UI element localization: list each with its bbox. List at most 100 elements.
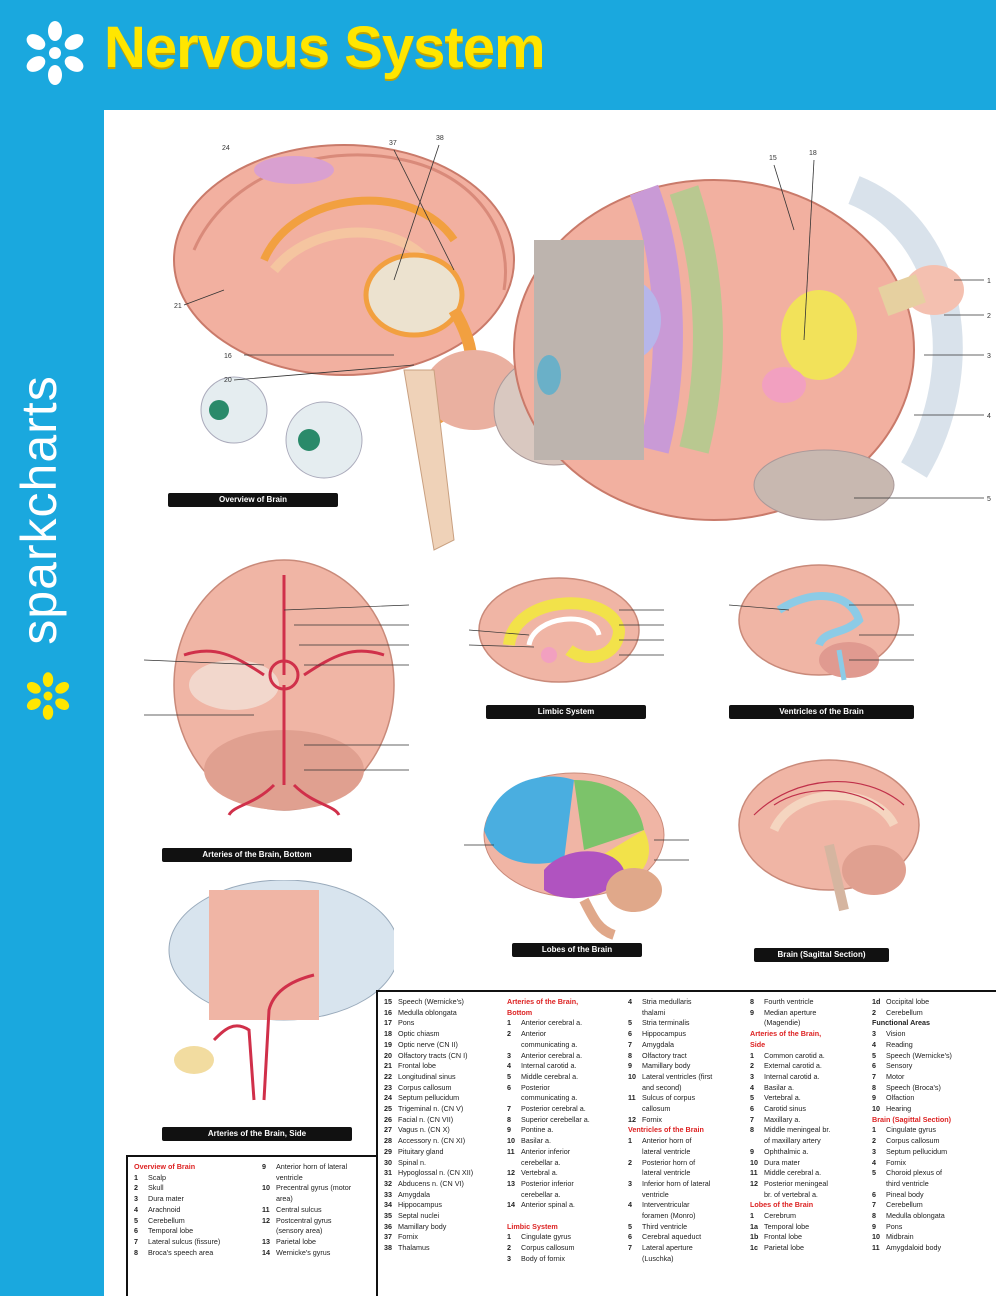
- legend-label: Fornix: [886, 1157, 906, 1167]
- legend-number: 2: [507, 1029, 511, 1039]
- legend-label: Sulcus of corpus: [642, 1093, 696, 1103]
- legend-label: of maxillary artery: [764, 1136, 821, 1146]
- caption-lobes: Lobes of the Brain: [512, 943, 642, 957]
- legend-number: 10: [507, 1136, 515, 1146]
- legend-number: 1: [750, 1211, 754, 1221]
- legend-number: 4: [134, 1204, 138, 1214]
- legend-number: 25: [384, 1104, 392, 1114]
- legend-label: Abducens n. (CN VI): [398, 1178, 464, 1188]
- legend-number: 1c: [750, 1243, 758, 1253]
- legend-heading: Brain (Sagittal Section): [872, 1114, 952, 1124]
- legend-label: Internal carotid a.: [764, 1071, 820, 1081]
- legend-number: 11: [750, 1168, 758, 1178]
- legend-entry: area): [262, 1194, 380, 1205]
- legend-label: Medulla oblongata: [886, 1211, 945, 1221]
- legend-number: 9: [262, 1162, 266, 1171]
- legend-label: Olfactory tracts (CN I): [398, 1050, 468, 1060]
- legend-label: Inferior horn of lateral: [642, 1178, 711, 1188]
- legend-number: 14: [262, 1247, 270, 1257]
- legend-heading: Ventricles of the Brain: [628, 1125, 704, 1135]
- legend-entry: 13 Parietal lobe: [262, 1237, 380, 1248]
- svg-text:24: 24: [222, 145, 230, 152]
- sagittal-section-illustration: [738, 759, 920, 912]
- svg-text:21: 21: [174, 303, 182, 310]
- legend-number: 9: [872, 1221, 876, 1231]
- legend-label: area): [276, 1194, 293, 1204]
- legend-label: Vagus n. (CN X): [398, 1125, 450, 1135]
- legend-number: 3: [872, 1146, 876, 1156]
- legend-label: Parietal lobe: [276, 1236, 316, 1246]
- legend-entry: (Luschka): [628, 1254, 748, 1265]
- legend-entry: [507, 1211, 627, 1222]
- legend-number: 6: [872, 1189, 876, 1199]
- legend-entry: ventricle: [628, 1190, 748, 1201]
- legend-label: Posterior meningeal: [764, 1178, 828, 1188]
- legend-number: 1b: [750, 1232, 759, 1242]
- legend-number: 4: [628, 1200, 632, 1210]
- svg-text:2: 2: [987, 313, 991, 320]
- legend-number: 10: [262, 1183, 270, 1193]
- caption-sagittal: Brain (Sagittal Section): [754, 948, 889, 962]
- legend-number: 7: [507, 1104, 511, 1114]
- legend-label: Fornix: [398, 1232, 418, 1242]
- legend-label: (Luschka): [642, 1253, 674, 1263]
- legend-label: Pons: [886, 1221, 903, 1231]
- legend-entry: (sensory area): [262, 1226, 380, 1237]
- legend-number: 13: [507, 1178, 515, 1188]
- legend-label: Cerebrum: [764, 1211, 796, 1221]
- legend-number: 4: [872, 1157, 876, 1167]
- legend-label: Reading: [886, 1039, 913, 1049]
- legend-number: 29: [384, 1146, 392, 1156]
- legend-number: 31: [384, 1168, 392, 1178]
- legend-label: Frontal lobe: [764, 1232, 802, 1242]
- legend-label: Interventricular: [642, 1200, 690, 1210]
- page-title: Nervous System: [104, 15, 546, 80]
- legend-label: Optic chiasm: [398, 1029, 440, 1039]
- legend-label: br. of vertebral a.: [764, 1189, 818, 1199]
- legend-number: 19: [384, 1039, 392, 1049]
- legend-label: Fornix: [642, 1114, 662, 1124]
- legend-entry: Arteries of the Brain,: [750, 1029, 870, 1040]
- legend-number: 5: [872, 1168, 876, 1178]
- legend-label: Anterior cerebral a.: [521, 1018, 583, 1028]
- legend-number: 30: [384, 1157, 392, 1167]
- legend-number: 16: [384, 1007, 392, 1017]
- legend-label: foramen (Monro): [642, 1211, 696, 1221]
- legend-entry: cerebellar a.: [507, 1158, 627, 1169]
- legend-label: third ventricle: [886, 1178, 929, 1188]
- legend-label: Cerebral aqueduct: [642, 1232, 702, 1242]
- legend-number: 13: [262, 1236, 270, 1246]
- legend-entry: Brain (Sagittal Section): [872, 1115, 992, 1126]
- legend-label: Amygdaloid body: [886, 1243, 942, 1253]
